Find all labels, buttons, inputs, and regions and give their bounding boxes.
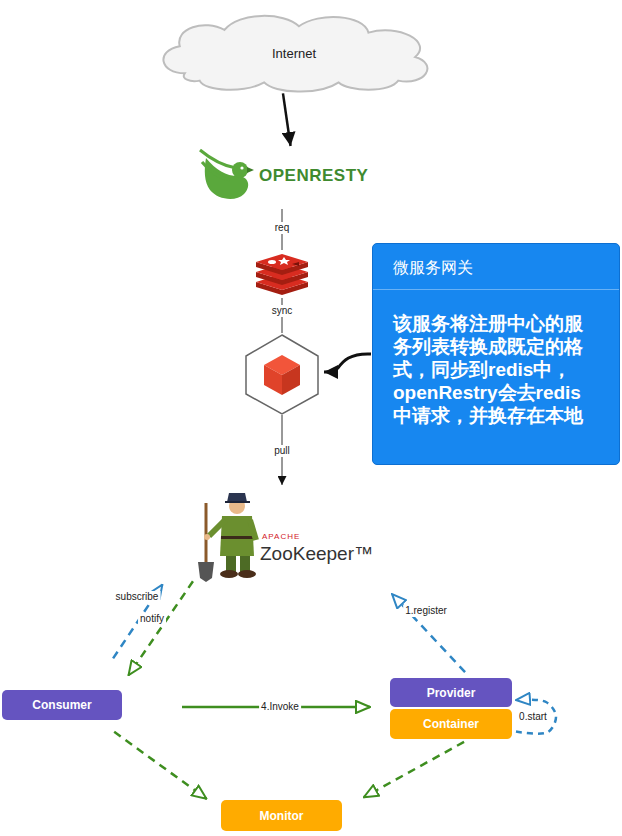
callout-title: 微服务网关 (373, 244, 619, 290)
gateway-cube-icon (246, 335, 318, 414)
redis-icon (256, 254, 308, 295)
arrow-connector (114, 732, 206, 799)
arrow-connector (182, 706, 370, 709)
callout-pointer (324, 354, 371, 372)
edge-label: notify (138, 613, 166, 625)
zookeeper-logo: APACHEZooKeeper™ (158, 486, 377, 578)
cloud-node: Internet (145, 10, 443, 96)
arrow-connector (283, 93, 291, 146)
callout-box: 微服务网关该服务将注册中心的服务列表转换成既定的格式，同步到redis中，ope… (372, 243, 620, 465)
container-box: Container (390, 709, 512, 739)
req-line (282, 209, 283, 250)
edge-label: 0.start (517, 711, 549, 723)
edge-label: 1.register (403, 605, 449, 617)
monitor-box: Monitor (221, 800, 342, 831)
line-label: pull (272, 445, 292, 457)
arrow-connector (129, 581, 193, 675)
edge-label: 4.Invoke (259, 701, 301, 713)
box-label: Consumer (32, 698, 91, 712)
line-label: req (273, 222, 291, 234)
box-label: Monitor (260, 809, 304, 823)
box-label: Container (423, 717, 479, 731)
sync-line (282, 298, 283, 333)
service-box: Provider (390, 678, 512, 707)
zookeeper-figure (198, 493, 256, 582)
logo-text: OPENRESTY (259, 166, 368, 186)
pull-line (282, 415, 283, 485)
cloud-shape (163, 16, 427, 92)
cloud-text: Internet (272, 46, 316, 61)
cloud-outline (145, 10, 443, 96)
arrow-connector (364, 742, 464, 797)
arrow-connector (392, 594, 465, 672)
logo-subtext: APACHE (262, 532, 300, 542)
box-label: Provider (427, 686, 476, 700)
logo-text: ZooKeeper™ (260, 543, 373, 565)
service-box: Consumer (2, 690, 122, 720)
edge-label: subscribe (114, 591, 161, 603)
arrow-connector (516, 700, 556, 734)
line-label: sync (270, 305, 295, 317)
arrow-connector (113, 585, 162, 659)
callout-body: 该服务将注册中心的服务列表转换成既定的格式，同步到redis中，openRest… (373, 290, 618, 447)
openresty-logo: OPENRESTY (205, 148, 372, 206)
openresty-bird (200, 150, 254, 199)
